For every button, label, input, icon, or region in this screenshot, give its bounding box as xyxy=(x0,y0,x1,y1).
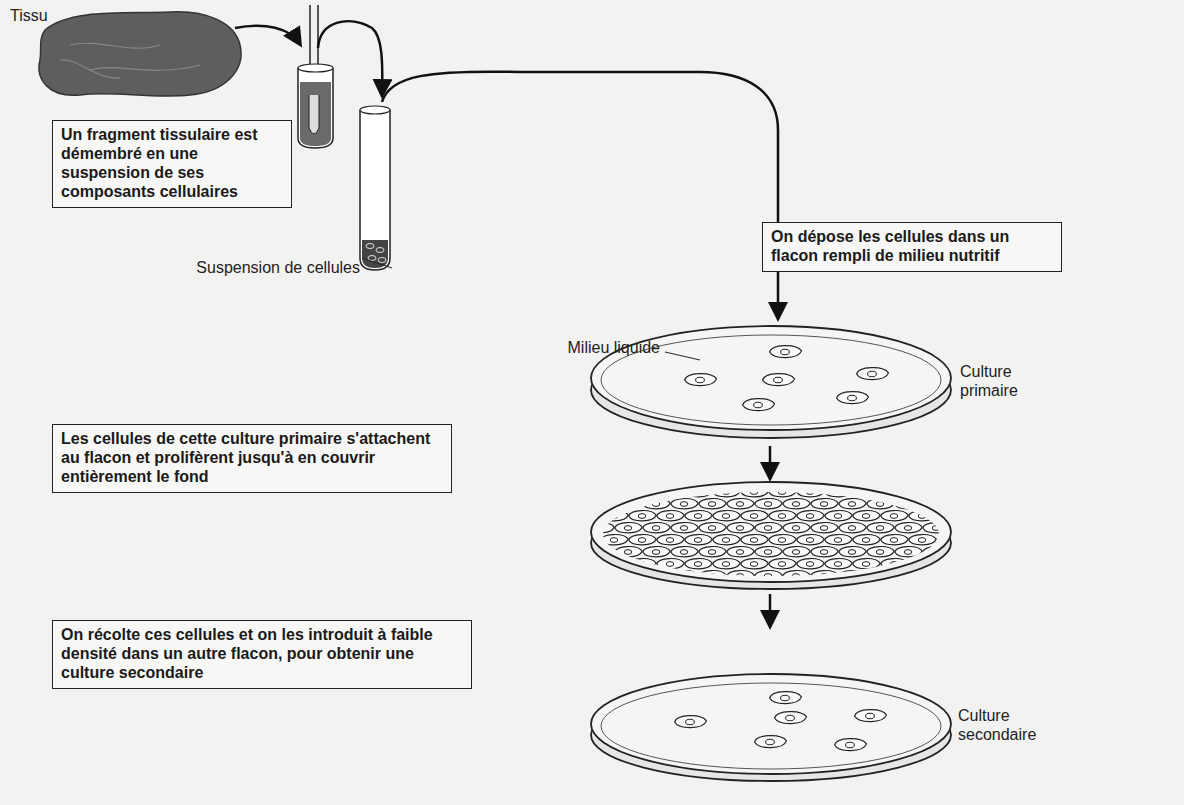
flow-arrow xyxy=(769,446,772,478)
tissue-fragment xyxy=(39,12,241,96)
flow-arrow xyxy=(769,594,772,626)
box-text: Les cellules de cette culture primaire s… xyxy=(61,430,443,487)
figure-label: Culture secondaire xyxy=(958,706,1068,744)
flow-arrow xyxy=(382,72,778,318)
figure-label: Milieu liquide xyxy=(530,338,660,357)
box-text: On dépose les cellules dans un flacon re… xyxy=(771,228,1053,266)
culture-dish xyxy=(591,674,951,781)
figure-label: Culture primaire xyxy=(960,362,1060,400)
figure-label: Tissu xyxy=(10,6,90,25)
flow-arrow xyxy=(318,21,382,95)
caption-box: On dépose les cellules dans un flacon re… xyxy=(762,222,1062,272)
box-text: On récolte ces cellules et on les introd… xyxy=(61,626,463,683)
leader-line xyxy=(665,352,700,360)
figure-label: Suspension de cellules xyxy=(190,258,360,277)
caption-box: On récolte ces cellules et on les introd… xyxy=(52,620,472,689)
tissue-texture xyxy=(60,43,200,78)
caption-box: Les cellules de cette culture primaire s… xyxy=(52,424,452,493)
flow-arrow xyxy=(235,26,300,44)
box-text: Un fragment tissulaire est démembré en u… xyxy=(61,126,283,202)
leader-line xyxy=(362,258,392,268)
caption-box: Un fragment tissulaire est démembré en u… xyxy=(52,120,292,208)
test-tube xyxy=(360,106,390,270)
culture-dish xyxy=(587,482,951,589)
